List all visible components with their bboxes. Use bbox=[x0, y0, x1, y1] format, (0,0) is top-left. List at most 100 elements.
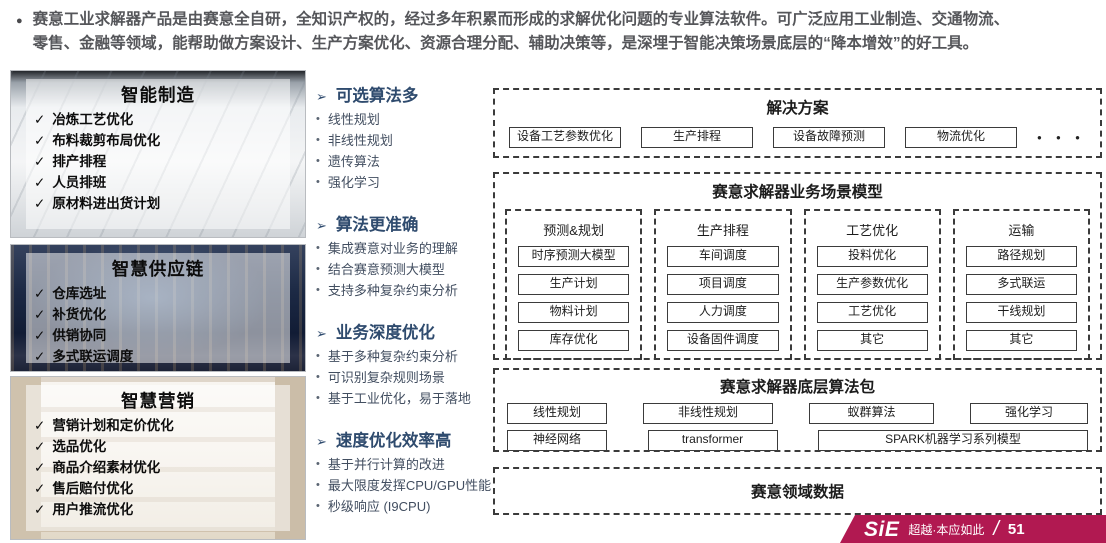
feature-item-label: 非线性规划 bbox=[327, 133, 393, 148]
card-item: ✓ 供销协同 bbox=[34, 325, 282, 346]
feature-item-label: 集成赛意对业务的理解 bbox=[327, 241, 458, 256]
feature-item: • 基于工业优化，易于落地 bbox=[316, 390, 494, 407]
card-item: ✓ 人员排班 bbox=[34, 172, 282, 193]
bullet-icon: • bbox=[316, 479, 320, 491]
card-item-label: 多式联运调度 bbox=[52, 349, 134, 364]
scenario-box: 时序预测大模型 bbox=[518, 246, 630, 267]
bullet-icon: • bbox=[316, 176, 320, 188]
feature-item-label: 遗传算法 bbox=[327, 154, 380, 169]
scenario-box: 多式联运 bbox=[965, 274, 1077, 295]
scenario-box: 项目调度 bbox=[667, 274, 779, 295]
feature-deep-business-optimization: ➢业务深度优化 •基于多种复杂约束分析 •可识别复杂规则场景 •基于工业优化，易… bbox=[316, 319, 494, 407]
intro-text: 赛意工业求解器产品是由赛意全自研，全知识产权的，经过多年积累而形成的求解优化问题… bbox=[33, 8, 1010, 56]
check-icon: ✓ bbox=[34, 439, 46, 454]
scenario-box: 干线规划 bbox=[965, 302, 1077, 323]
feature-item: •最大限度发挥CPU/GPU性能 bbox=[316, 477, 494, 494]
card-item: ✓ 冶炼工艺优化 bbox=[34, 109, 282, 130]
domain-data-title: 赛意领域数据 bbox=[750, 484, 844, 501]
algorithm-package-title: 赛意求解器底层算法包 bbox=[719, 379, 875, 396]
check-icon: ✓ bbox=[34, 349, 46, 364]
card-item: ✓仓库选址 bbox=[34, 283, 282, 304]
card-item-label: 原材料进出货计划 bbox=[52, 196, 161, 211]
scenario-box: 生产参数优化 bbox=[816, 274, 928, 295]
feature-item-label: 可识别复杂规则场景 bbox=[327, 370, 445, 385]
scenario-column-header: 工艺优化 bbox=[846, 223, 899, 238]
bullet-icon: • bbox=[316, 500, 320, 512]
check-icon: ✓ bbox=[34, 196, 46, 211]
feature-item: •支持多种复杂约束分析 bbox=[316, 282, 494, 299]
card-item-label: 布料裁剪布局优化 bbox=[52, 133, 161, 148]
card-item: ✓选品优化 bbox=[34, 436, 282, 457]
feature-title: 算法更准确 bbox=[335, 216, 419, 234]
card-item-label: 供销协同 bbox=[52, 328, 107, 343]
intro-line-1: 赛意工业求解器产品是由赛意全自研，全知识产权的，经过多年积累而形成的求解优化问题… bbox=[32, 11, 1010, 28]
card-item-label: 用户推流优化 bbox=[52, 502, 134, 517]
algorithm-box: 非线性规划 bbox=[643, 403, 773, 424]
check-icon: ✓ bbox=[34, 154, 46, 169]
feature-title: 可选算法多 bbox=[335, 87, 419, 105]
check-icon: ✓ bbox=[34, 328, 46, 343]
card-title: 智慧供应链 bbox=[111, 259, 205, 279]
feature-title: 业务深度优化 bbox=[335, 324, 435, 342]
bullet-icon: • bbox=[316, 263, 320, 275]
scenario-box: 人力调度 bbox=[667, 302, 779, 323]
check-icon: ✓ bbox=[34, 502, 46, 517]
card-intelligent-manufacturing: 智能制造 ✓冶炼工艺优化 ✓布料裁剪布局优化 ✓排产排程 ✓人员排班 ✓原材料进… bbox=[10, 70, 306, 238]
card-item-label: 补货优化 bbox=[52, 307, 107, 322]
scenario-box: 物料计划 bbox=[518, 302, 630, 323]
feature-item: •结合赛意预测大模型 bbox=[316, 261, 494, 278]
feature-item: •秒级响应 (I9CPU) bbox=[316, 498, 494, 515]
feature-header: ➢ 算法更准确 bbox=[316, 211, 494, 235]
arrow-icon: ➢ bbox=[316, 434, 327, 449]
architecture-diagram: 解决方案 设备工艺参数优化 生产排程 设备故障预测 物流优化 ● ● ● 赛意求… bbox=[493, 88, 1102, 515]
scenario-box: 车间调度 bbox=[667, 246, 779, 267]
feature-item-label: 基于工业优化，易于落地 bbox=[327, 391, 471, 406]
feature-item-label: 强化学习 bbox=[327, 175, 380, 190]
brand-slogan: 超越·本应如此 bbox=[908, 522, 985, 537]
feature-header: ➢可选算法多 bbox=[316, 82, 494, 106]
scenario-box: 库存优化 bbox=[518, 330, 630, 351]
card-item-label: 仓库选址 bbox=[52, 286, 107, 301]
check-icon: ✓ bbox=[34, 481, 46, 496]
scenario-column-production-scheduling: 生产排程 车间调度 项目调度 人力调度 设备固件调度 bbox=[654, 209, 792, 360]
card-smart-supply-chain: 智慧供应链 ✓仓库选址 ✓补货优化 ✓ 供销协同 ✓ 多式联运调度 bbox=[10, 244, 306, 372]
algorithm-box: 线性规划 bbox=[507, 403, 607, 424]
bullet-icon: • bbox=[316, 155, 320, 167]
arrow-icon: ➢ bbox=[316, 218, 327, 233]
check-icon: ✓ bbox=[34, 175, 46, 190]
feature-item-label: 基于并行计算的改进 bbox=[327, 457, 445, 472]
solutions-section: 解决方案 设备工艺参数优化 生产排程 设备故障预测 物流优化 ● ● ● bbox=[493, 88, 1102, 158]
algorithm-box: transformer bbox=[647, 430, 778, 451]
scenario-column-header: 运输 bbox=[1008, 223, 1035, 238]
feature-item-label: 基于多种复杂约束分析 bbox=[327, 349, 458, 364]
scenario-column-forecast-planning: 预测&规划 时序预测大模型 生产计划 物料计划 库存优化 bbox=[505, 209, 643, 360]
scenario-box: 投料优化 bbox=[816, 246, 928, 267]
bullet-icon: • bbox=[316, 242, 320, 254]
feature-high-speed: ➢速度优化效率高 •基于并行计算的改进 •最大限度发挥CPU/GPU性能 •秒级… bbox=[316, 427, 494, 515]
scenario-box: 设备固件调度 bbox=[667, 330, 779, 351]
scenario-column-process-optimization: 工艺优化 投料优化 生产参数优化 工艺优化 其它 bbox=[803, 209, 941, 360]
card-title: 智慧营销 bbox=[121, 391, 195, 411]
feature-item: • 集成赛意对业务的理解 bbox=[316, 240, 494, 257]
scenario-box: 其它 bbox=[816, 330, 928, 351]
scenario-column-transport: 运输 路径规划 多式联运 干线规划 其它 bbox=[952, 209, 1090, 360]
algorithm-row: 神经网络 transformer SPARK机器学习系列模型 bbox=[507, 430, 1088, 451]
solution-box: 生产排程 bbox=[641, 127, 753, 148]
check-icon: ✓ bbox=[34, 460, 46, 475]
bullet-icon: • bbox=[316, 371, 320, 383]
slash-divider: / bbox=[993, 517, 999, 540]
scenario-columns: 预测&规划 时序预测大模型 生产计划 物料计划 库存优化 生产排程 车间调度 项… bbox=[505, 209, 1090, 360]
check-icon: ✓ bbox=[34, 112, 46, 127]
card-title: 智能制造 bbox=[121, 85, 195, 105]
feature-header: ➢ 速度优化效率高 bbox=[316, 427, 494, 451]
card-item-label: 人员排班 bbox=[52, 175, 107, 190]
scenario-column-header: 生产排程 bbox=[696, 223, 749, 238]
card-overlay: 智慧供应链 ✓仓库选址 ✓补货优化 ✓ 供销协同 ✓ 多式联运调度 bbox=[26, 253, 290, 364]
feature-title: 速度优化效率高 bbox=[335, 432, 452, 450]
card-item: ✓补货优化 bbox=[34, 304, 282, 325]
solution-box: 物流优化 bbox=[905, 127, 1017, 148]
feature-item: •基于并行计算的改进 bbox=[316, 456, 494, 473]
bullet-icon: • bbox=[316, 392, 320, 404]
solutions-title: 解决方案 bbox=[766, 100, 829, 117]
card-item-label: 冶炼工艺优化 bbox=[52, 112, 134, 127]
